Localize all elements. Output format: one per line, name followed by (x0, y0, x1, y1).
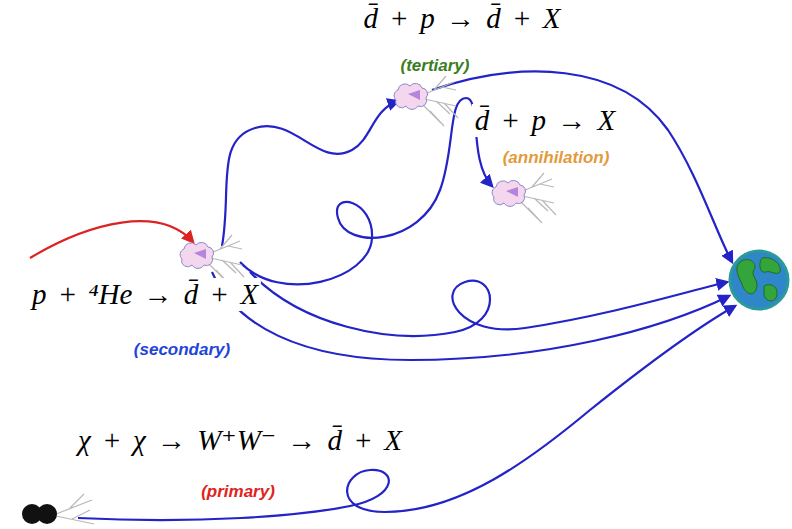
process-label: (tertiary) (398, 56, 473, 76)
reaction-equation: d̄ + p → d̄ + X (361, 2, 564, 35)
track-tertiary-to-earth (432, 72, 732, 262)
reaction-equation: χ + χ → W⁺W⁻ → d̄ + X (75, 424, 405, 457)
track-secondary-to-earth (212, 272, 729, 360)
cosmic-ray-track (30, 221, 193, 258)
earth-icon (730, 251, 788, 309)
process-label: (secondary) (131, 340, 233, 360)
interaction-cloud (492, 173, 556, 223)
reaction-equation: d̄ + p → X (472, 104, 618, 137)
interaction-cloud (394, 76, 458, 126)
process-label: (primary) (198, 482, 278, 502)
track-primary-to-earth (78, 306, 735, 520)
track-secondary-to-earth (250, 272, 727, 336)
track-to-annihilation (240, 98, 492, 284)
reaction-equation: p + ⁴He → d̄ + X (29, 278, 261, 311)
process-label: (annihilation) (500, 148, 613, 168)
dark-matter-pair (22, 494, 94, 524)
